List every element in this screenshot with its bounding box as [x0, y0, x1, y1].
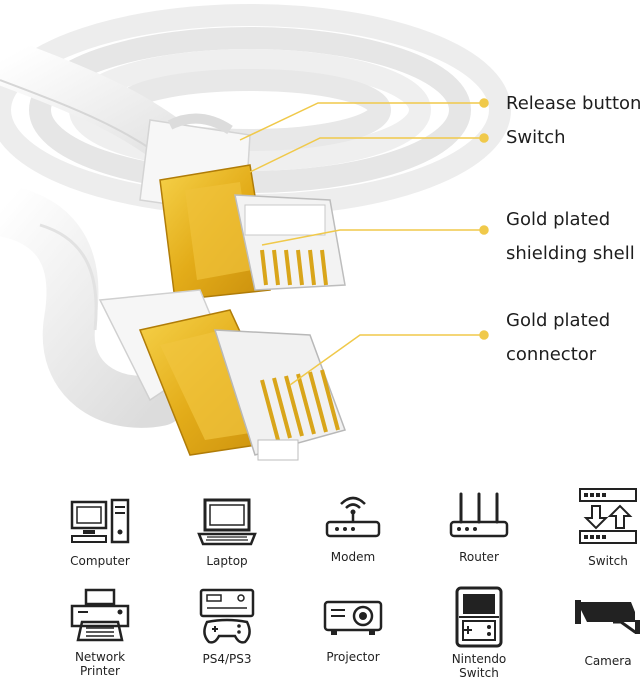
device-label-line2: Printer	[80, 664, 120, 678]
device-network-printer: Network Printer	[45, 588, 155, 678]
device-label: PS4/PS3	[202, 652, 252, 666]
callout-gold-shell-line1: Gold plated	[506, 209, 611, 230]
device-nintendo-switch: Nintendo Switch	[424, 586, 534, 680]
device-label: Camera	[584, 654, 632, 668]
device-label: Router	[459, 550, 499, 564]
callout-gold-shell-line2: shielding shell	[506, 243, 635, 264]
modem-icon	[325, 496, 381, 538]
laptop-icon	[197, 498, 257, 546]
device-label-line1: Nintendo	[451, 652, 507, 666]
device-label: Modem	[330, 550, 376, 564]
callout-lines	[239, 98, 489, 386]
callout-release-button: Release button	[506, 93, 640, 114]
network-printer-icon	[70, 588, 130, 642]
cable-product-illustration	[0, 4, 511, 461]
device-computer: Computer	[45, 496, 155, 568]
computer-icon	[70, 498, 130, 544]
device-router: Router	[424, 490, 534, 564]
game-console-icon	[199, 588, 255, 644]
device-modem: Modem	[298, 490, 408, 564]
callout-gold-connector-line1: Gold plated	[506, 310, 611, 331]
router-icon	[449, 492, 509, 538]
nintendo-switch-icon	[455, 586, 503, 648]
projector-icon	[323, 600, 383, 635]
device-label: Laptop	[206, 554, 248, 568]
device-label: Computer	[70, 554, 130, 568]
device-switch: Switch	[553, 486, 640, 568]
callout-gold-connector-line2: connector	[506, 344, 597, 365]
device-ps4-ps3: PS4/PS3	[172, 588, 282, 666]
device-label: Projector	[326, 650, 380, 664]
lower-cable	[0, 184, 186, 428]
device-camera: Camera	[553, 596, 640, 668]
switch-icon	[579, 488, 637, 544]
device-label-line2: Switch	[459, 666, 499, 680]
camera-icon	[575, 600, 640, 634]
callout-switch: Switch	[506, 127, 566, 148]
device-label: Switch	[588, 554, 628, 568]
device-label-line1: Network	[74, 650, 126, 664]
device-projector: Projector	[298, 596, 408, 664]
device-laptop: Laptop	[172, 496, 282, 568]
